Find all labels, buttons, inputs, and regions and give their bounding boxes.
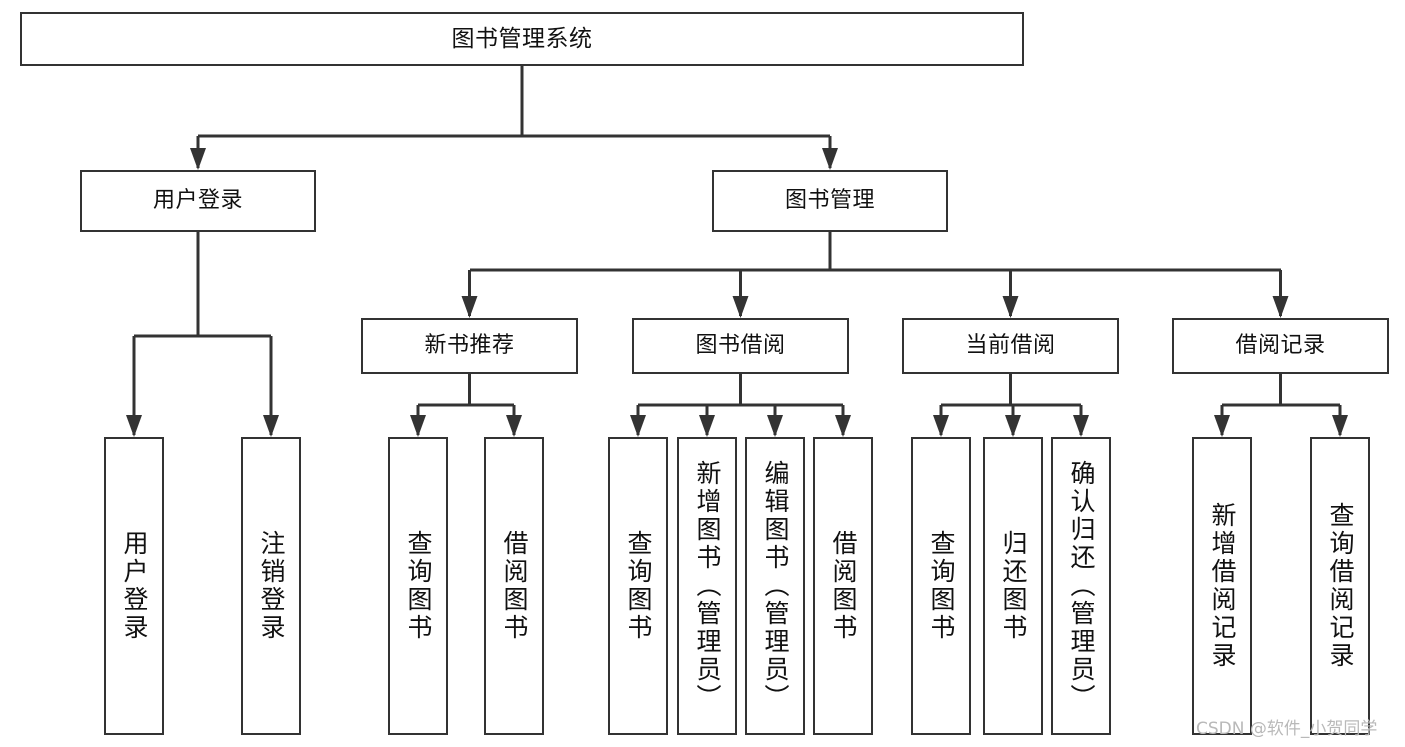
node-leaf-add-record[interactable]: 新增借阅记录 — [1192, 437, 1252, 735]
arrowhead-leaf-user-logout — [263, 415, 279, 437]
arrowhead-book-borrow — [732, 296, 749, 318]
arrowhead-borrow-record — [1272, 296, 1289, 318]
node-label: 用户登录 — [120, 530, 149, 642]
node-label: 查询图书 — [404, 530, 433, 642]
node-label: 借阅图书 — [829, 530, 858, 642]
node-user-login[interactable]: 用户登录 — [80, 170, 316, 232]
node-label: 注销登录 — [257, 530, 286, 642]
arrowhead-new-book-rec — [461, 296, 478, 318]
arrowhead-book-manage — [822, 148, 838, 170]
arrowhead-leaf-query-book-3 — [933, 415, 949, 437]
node-new-book-rec[interactable]: 新书推荐 — [361, 318, 578, 374]
arrowhead-leaf-query-book-1 — [410, 415, 426, 437]
node-label: 借阅记录 — [1235, 333, 1326, 359]
arrowhead-leaf-borrow-book-1 — [506, 415, 522, 437]
node-label: 编辑图书（管理员） — [761, 460, 790, 712]
node-label: 查询图书 — [624, 530, 653, 642]
node-label: 图书管理系统 — [451, 25, 593, 52]
arrowhead-leaf-user-login — [126, 415, 142, 437]
node-book-manage[interactable]: 图书管理 — [712, 170, 948, 232]
node-label: 查询借阅记录 — [1326, 502, 1355, 670]
node-leaf-borrow-book-1[interactable]: 借阅图书 — [484, 437, 544, 735]
arrowhead-current-borrow — [1002, 296, 1019, 318]
node-label: 查询图书 — [927, 530, 956, 642]
arrowhead-leaf-confirm-return — [1073, 415, 1089, 437]
node-leaf-user-logout[interactable]: 注销登录 — [241, 437, 301, 735]
node-leaf-query-book-1[interactable]: 查询图书 — [388, 437, 448, 735]
node-leaf-edit-book[interactable]: 编辑图书（管理员） — [745, 437, 805, 735]
node-leaf-query-book-3[interactable]: 查询图书 — [911, 437, 971, 735]
node-label: 归还图书 — [999, 530, 1028, 642]
node-leaf-query-record[interactable]: 查询借阅记录 — [1310, 437, 1370, 735]
node-borrow-record[interactable]: 借阅记录 — [1172, 318, 1389, 374]
arrowhead-leaf-borrow-book-2 — [835, 415, 851, 437]
node-label: 用户登录 — [152, 188, 243, 214]
node-current-borrow[interactable]: 当前借阅 — [902, 318, 1119, 374]
arrowhead-leaf-add-book — [699, 415, 715, 437]
arrowhead-leaf-query-book-2 — [630, 415, 646, 437]
node-leaf-confirm-return[interactable]: 确认归还（管理员） — [1051, 437, 1111, 735]
node-leaf-query-book-2[interactable]: 查询图书 — [608, 437, 668, 735]
node-leaf-return-book[interactable]: 归还图书 — [983, 437, 1043, 735]
node-leaf-borrow-book-2[interactable]: 借阅图书 — [813, 437, 873, 735]
arrowhead-leaf-add-record — [1214, 415, 1230, 437]
node-label: 确认归还（管理员） — [1067, 460, 1096, 712]
node-label: 新增图书（管理员） — [693, 460, 722, 712]
node-label: 图书借阅 — [695, 333, 786, 359]
node-root[interactable]: 图书管理系统 — [20, 12, 1024, 66]
arrowhead-leaf-edit-book — [767, 415, 783, 437]
node-leaf-add-book[interactable]: 新增图书（管理员） — [677, 437, 737, 735]
node-book-borrow[interactable]: 图书借阅 — [632, 318, 849, 374]
arrowhead-leaf-return-book — [1005, 415, 1021, 437]
node-label: 新书推荐 — [424, 333, 515, 359]
node-label: 新增借阅记录 — [1208, 502, 1237, 670]
arrowhead-leaf-query-record — [1332, 415, 1348, 437]
node-leaf-user-login[interactable]: 用户登录 — [104, 437, 164, 735]
csdn-watermark: CSDN @软件_小贺同学 — [1196, 719, 1378, 739]
node-label: 当前借阅 — [965, 333, 1056, 359]
node-label: 借阅图书 — [500, 530, 529, 642]
arrowhead-user-login — [190, 148, 206, 170]
node-label: 图书管理 — [784, 188, 875, 214]
